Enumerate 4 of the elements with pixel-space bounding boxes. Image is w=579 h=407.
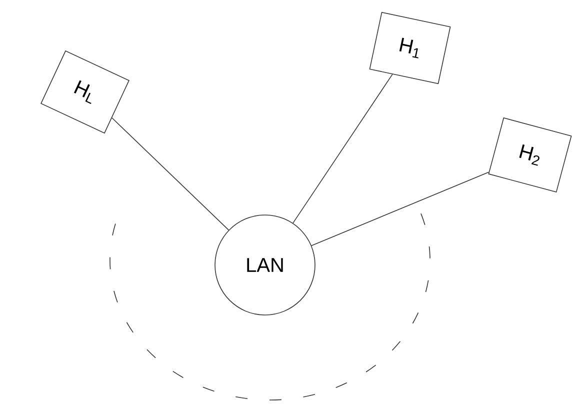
connector-line — [112, 118, 230, 230]
connector-line — [311, 172, 490, 246]
host-box: H$_{1}$ — [369, 12, 451, 84]
connector-line — [292, 74, 393, 224]
